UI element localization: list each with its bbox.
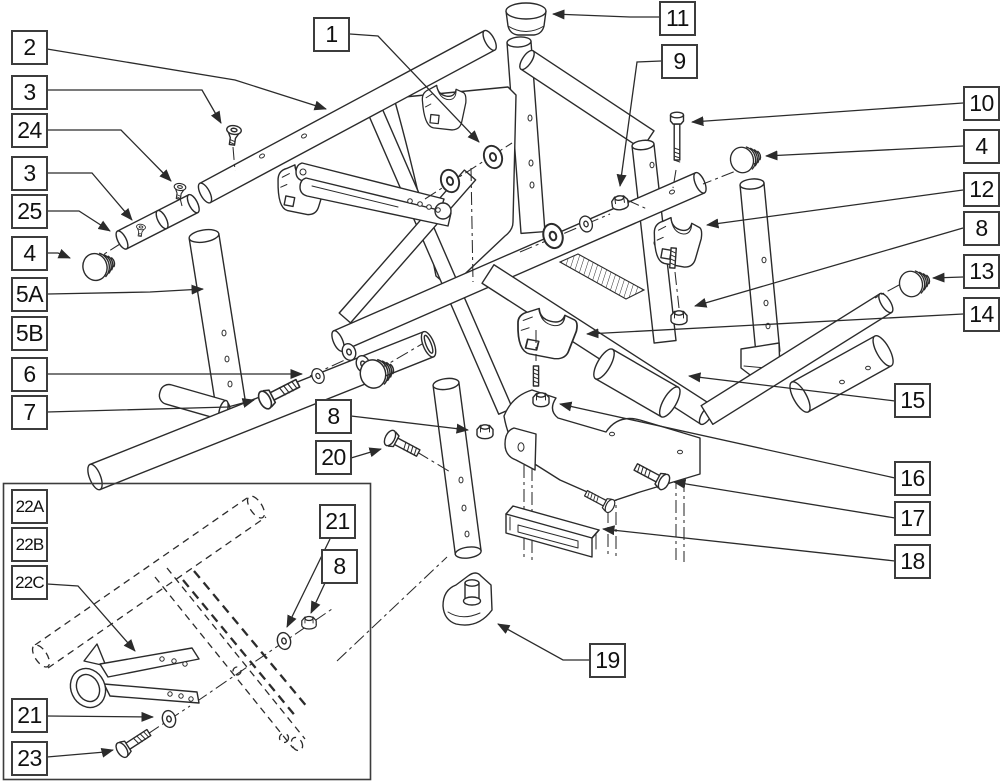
callout-label: 21 bbox=[17, 702, 42, 728]
rear-post-right bbox=[631, 139, 677, 344]
side-post-right bbox=[739, 178, 781, 382]
callout-label: 4 bbox=[975, 133, 988, 159]
callout-3-lower: 3 bbox=[11, 156, 48, 191]
callout-label: 12 bbox=[969, 176, 994, 202]
axle-tubes-dashed bbox=[154, 567, 309, 752]
backrest-rail-right bbox=[519, 49, 655, 150]
callout-label: 3 bbox=[23, 160, 36, 186]
axle-clamp bbox=[69, 643, 200, 709]
callout-1: 1 bbox=[313, 17, 350, 52]
callout-10: 10 bbox=[963, 86, 1000, 121]
callout-7: 7 bbox=[11, 395, 48, 430]
callout-label: 8 bbox=[333, 553, 346, 579]
callout-label: 17 bbox=[900, 505, 925, 531]
callout-label: 4 bbox=[23, 240, 36, 266]
callout-12: 12 bbox=[963, 172, 1000, 207]
callout-16: 16 bbox=[894, 461, 931, 496]
callout-8-middle: 8 bbox=[315, 399, 352, 434]
handle-cap bbox=[505, 2, 547, 36]
callout-label: 9 bbox=[673, 48, 686, 74]
callout-4-right: 4 bbox=[963, 129, 1000, 164]
callout-24: 24 bbox=[11, 113, 48, 148]
roller-tube-left bbox=[593, 348, 681, 418]
callout-label: 24 bbox=[17, 117, 42, 143]
callout-25: 25 bbox=[11, 194, 48, 229]
callout-5B: 5B bbox=[11, 316, 48, 351]
seat-rail-right bbox=[331, 171, 707, 352]
callout-11: 11 bbox=[659, 1, 696, 36]
callout-label: 19 bbox=[595, 647, 620, 673]
callout-label: 22A bbox=[15, 497, 45, 516]
bottom-side-rail-left bbox=[87, 330, 437, 491]
callout-label: 15 bbox=[900, 387, 925, 413]
callout-14: 14 bbox=[963, 297, 1000, 332]
callout-label: 20 bbox=[321, 444, 346, 470]
callout-label: 2 bbox=[23, 34, 36, 60]
callout-19: 19 bbox=[589, 643, 626, 678]
tube-clamp-center bbox=[421, 83, 468, 132]
rail-clamp-12 bbox=[652, 216, 703, 269]
callout-label: 1 bbox=[325, 21, 338, 47]
callout-22A: 22A bbox=[11, 489, 48, 524]
scissor-arm-bars bbox=[295, 162, 452, 227]
callout-label: 3 bbox=[23, 79, 36, 105]
callout-9: 9 bbox=[661, 44, 698, 79]
callout-label: 18 bbox=[900, 548, 925, 574]
callout-label: 23 bbox=[17, 745, 42, 771]
seat-rail-left bbox=[197, 29, 497, 204]
callout-2: 2 bbox=[11, 30, 48, 65]
callout-20: 20 bbox=[315, 440, 352, 475]
camber-tube-dashed bbox=[31, 495, 267, 669]
callout-22C: 22C bbox=[11, 565, 48, 600]
callout-18: 18 bbox=[894, 544, 931, 579]
hex-bolt-vertical bbox=[669, 111, 685, 163]
callout-3-upper: 3 bbox=[11, 75, 48, 110]
callout-label: 14 bbox=[969, 301, 994, 327]
bottom-side-rail-right bbox=[700, 292, 894, 426]
callout-4-left: 4 bbox=[11, 236, 48, 271]
callout-label: 7 bbox=[23, 399, 36, 425]
callout-label: 25 bbox=[17, 198, 42, 224]
callout-22B: 22B bbox=[11, 527, 48, 562]
callout-17: 17 bbox=[894, 501, 931, 536]
callout-label: 5A bbox=[15, 281, 44, 307]
front-post-left bbox=[158, 228, 248, 421]
callout-13: 13 bbox=[963, 254, 1000, 289]
latch-bracket bbox=[442, 572, 493, 626]
callout-label: 8 bbox=[975, 215, 988, 241]
front-post-center bbox=[432, 377, 482, 559]
callout-label: 5B bbox=[15, 320, 44, 346]
callout-leader-lines bbox=[46, 9, 964, 758]
callout-8-inset: 8 bbox=[321, 549, 358, 584]
callout-23: 23 bbox=[11, 741, 48, 776]
callout-label: 13 bbox=[969, 258, 994, 284]
callout-21-upper: 21 bbox=[319, 504, 356, 539]
callout-label: 16 bbox=[900, 465, 925, 491]
detail-inset bbox=[2, 482, 372, 781]
seat-guide-channel bbox=[505, 505, 600, 558]
callout-21-lower: 21 bbox=[11, 698, 48, 733]
extension-tube bbox=[115, 193, 200, 250]
callout-label: 22C bbox=[15, 573, 45, 592]
callout-label: 6 bbox=[23, 361, 36, 387]
callout-5A: 5A bbox=[11, 277, 48, 312]
callout-label: 11 bbox=[666, 5, 689, 31]
callout-label: 8 bbox=[327, 403, 340, 429]
callout-6: 6 bbox=[11, 357, 48, 392]
callout-15: 15 bbox=[894, 383, 931, 418]
callout-label: 22B bbox=[15, 535, 45, 554]
callout-label: 21 bbox=[325, 508, 350, 534]
callout-label: 10 bbox=[969, 90, 994, 116]
callout-8-right: 8 bbox=[963, 211, 1000, 246]
